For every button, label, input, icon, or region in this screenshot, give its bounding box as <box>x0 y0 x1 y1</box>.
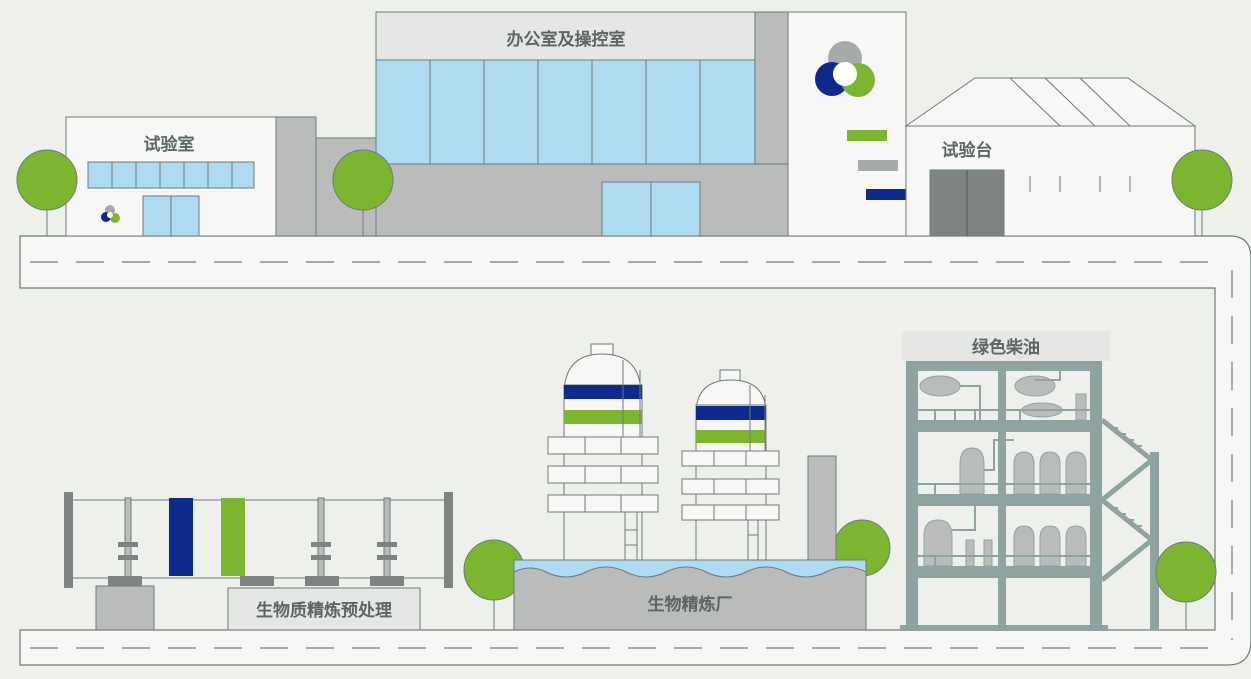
lab-windows <box>87 161 255 189</box>
biorefinery-label: 生物精炼厂 <box>648 594 733 615</box>
biorefinery: 生物精炼厂 <box>463 343 891 631</box>
navy-filter <box>169 498 193 576</box>
lab-building: 试验室 <box>65 116 317 237</box>
lab-label: 试验室 <box>144 134 195 155</box>
lab-logo-icon <box>101 205 120 223</box>
office-label: 办公室及操控室 <box>507 29 626 50</box>
grey-stripe <box>858 160 898 171</box>
tree-1 <box>16 149 78 236</box>
office-building: 办公室及操控室 <box>375 11 907 237</box>
office-windows <box>375 59 756 165</box>
green-diesel-label: 绿色柴油 <box>972 337 1040 358</box>
tree-2 <box>332 149 394 236</box>
pretreatment-label: 生物质精炼预处理 <box>256 600 392 621</box>
navy-stripe <box>866 189 906 200</box>
tree-3 <box>1171 149 1233 236</box>
green-filter <box>221 498 245 576</box>
green-stripe <box>847 130 887 141</box>
company-logo-icon <box>815 41 875 97</box>
chimney <box>807 455 837 567</box>
pretreatment-base <box>95 585 155 631</box>
green-diesel-plant: 绿色柴油 <box>900 331 1217 631</box>
test-bench-building: 试验台 <box>904 77 1197 237</box>
tree-6 <box>1155 541 1217 603</box>
green-diesel-label-box <box>902 331 1110 361</box>
office-title-band <box>375 11 756 61</box>
pretreatment-unit: 生物质精炼预处理 <box>64 492 453 631</box>
tank-2 <box>681 369 780 560</box>
tank-1 <box>547 343 659 560</box>
pretreatment-label-box <box>227 587 421 631</box>
test-bench-label: 试验台 <box>942 140 993 161</box>
